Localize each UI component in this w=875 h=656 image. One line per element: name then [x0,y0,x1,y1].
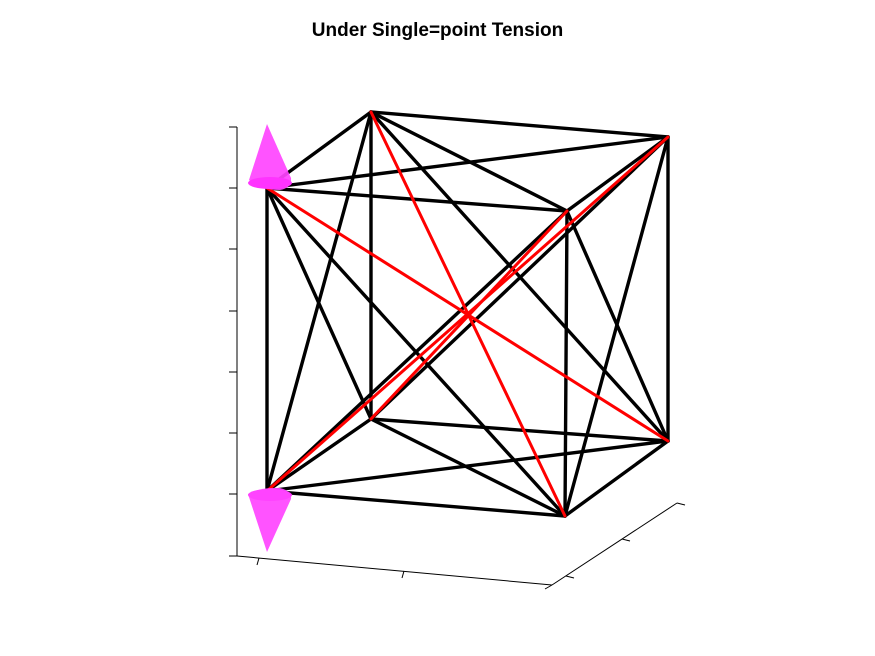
face-diagonal [265,209,569,493]
edge [369,110,670,139]
edge [265,489,567,518]
black-members [265,110,670,518]
edge [265,417,373,493]
space-diagonal [265,135,670,493]
edge [265,186,569,213]
x-tick [544,584,553,590]
y-tick [676,502,686,506]
face-diagonal [265,135,670,190]
face-diagonal [369,135,670,421]
y-tick [621,538,631,542]
edge [565,135,670,213]
x-tick [401,570,405,579]
edge [369,417,670,443]
y-tick [565,575,575,579]
edge [563,209,569,518]
top-load-cone-base [248,177,292,189]
x-tick [256,557,260,566]
load-markers [248,124,292,552]
face-diagonal [265,186,373,421]
axes [229,126,686,590]
top-load-cone-icon [249,124,292,190]
bottom-load-cone-icon [248,487,292,552]
face-diagonal [563,135,670,518]
figure-title: Under Single=point Tension [311,20,564,41]
x-axis-line [236,555,553,586]
red-members [265,110,670,518]
face-diagonal [369,417,567,518]
space-diagonal [369,209,569,421]
edge [563,439,670,518]
y-axis-line [551,502,678,586]
